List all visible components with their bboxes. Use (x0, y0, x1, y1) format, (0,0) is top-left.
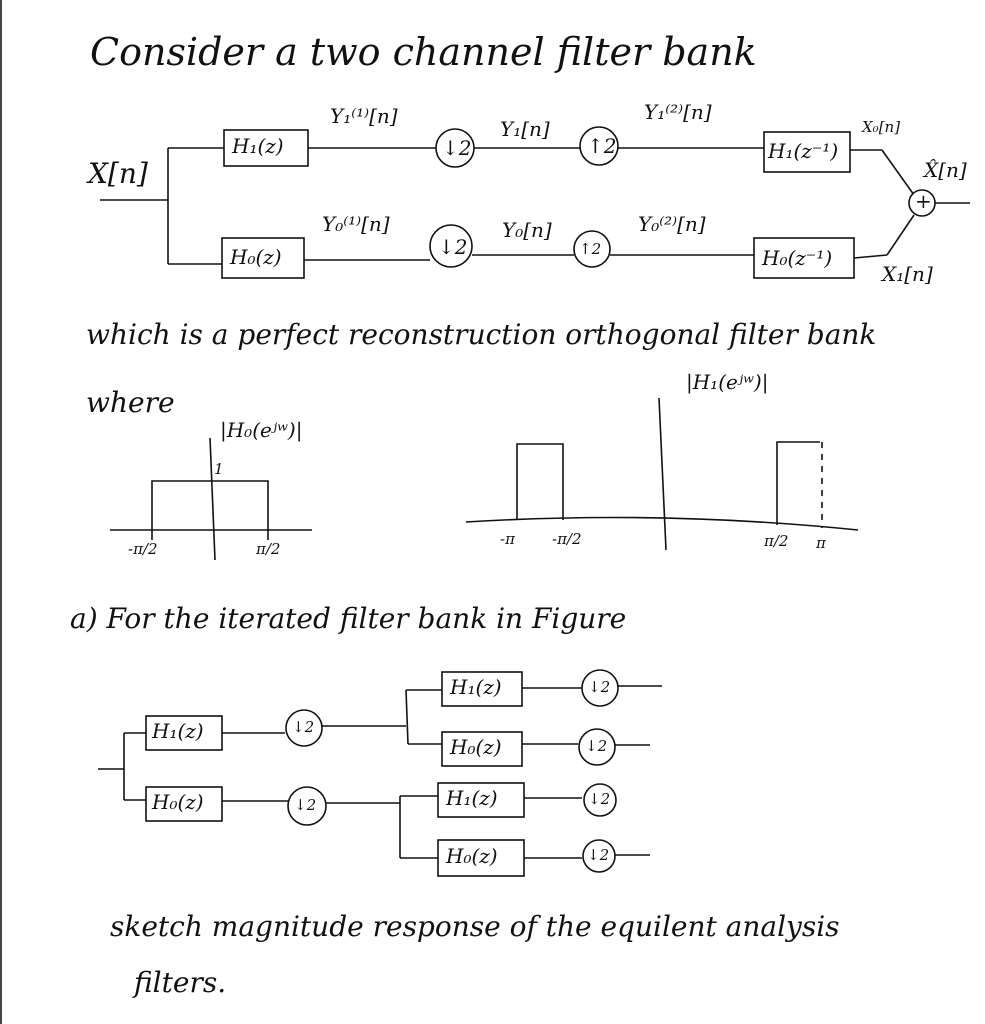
top-to-adder (881, 149, 915, 196)
sketch-instruction-1: sketch magnitude response of the equilen… (110, 910, 840, 943)
tree-upper-h1-down-label: ↓2 (588, 678, 611, 696)
bottom-to-adder (886, 214, 915, 256)
h0-tick-right-label: π/2 (256, 540, 281, 558)
tree-upper-h0-down (578, 728, 616, 766)
h0-passband (151, 480, 269, 530)
top-synthesis-box (763, 131, 851, 173)
bottom-downsampler (429, 224, 473, 268)
tree-s1-top-box (145, 715, 223, 751)
tree-s1-bottom-box (145, 786, 223, 822)
sketch-instruction-2: filters. (134, 966, 227, 999)
bottom-signal-2: Y₀[n] (502, 218, 552, 242)
bottom-branch-output: X₁[n] (882, 262, 933, 286)
bottom-down-label: ↓2 (438, 235, 468, 259)
tree-s1-top-down-label: ↓2 (292, 718, 315, 736)
h1-band-left (516, 443, 564, 520)
bottom-wire-5 (853, 254, 888, 259)
part-a-prompt: a) For the iterated filter bank in Figur… (70, 602, 627, 635)
tree-lower-h1-box (437, 782, 525, 818)
tree-lower-h0-label: H₀(z) (446, 844, 498, 868)
tree-upper-h0-label: H₀(z) (450, 735, 502, 759)
bottom-upsampler (573, 230, 611, 268)
tree-lower-h0-down (582, 839, 616, 873)
tree-s1-top-label: H₁(z) (152, 719, 204, 743)
h1-tick-pi: π (816, 534, 826, 552)
tree-lower-h0-box (437, 839, 525, 877)
bottom-synthesis-label: H₀(z⁻¹) (762, 246, 833, 270)
h1-tick-neg-pi: -π (500, 530, 515, 548)
bottom-up-label: ↑2 (579, 240, 602, 258)
adder-label: + (915, 189, 932, 213)
bottom-synthesis-box (753, 237, 855, 279)
top-analysis-label: H₁(z) (232, 134, 284, 158)
h1-w-axis (465, 516, 859, 531)
bottom-analysis-box (221, 237, 305, 279)
output-label: X̂[n] (924, 158, 967, 182)
tree-upper-h1-label: H₁(z) (450, 675, 502, 699)
h1-band-right (776, 441, 820, 525)
tree-lower-h1-down (583, 783, 617, 817)
h0-tick-left-label: -π/2 (128, 540, 158, 558)
top-signal-3: Y₁⁽²⁾[n] (644, 100, 712, 124)
h1-plot (465, 397, 859, 551)
tree-s1-top-down (285, 709, 323, 747)
top-signal-2: Y₁[n] (500, 117, 550, 141)
bottom-signal-3: Y₀⁽²⁾[n] (638, 212, 706, 236)
top-signal-1: Y₁⁽¹⁾[n] (330, 104, 398, 128)
h1-plot-title: |H₁(eʲʷ)| (686, 370, 769, 394)
tree-upper-h1-down (581, 669, 619, 707)
statement: which is a perfect reconstruction orthog… (86, 318, 877, 351)
h0-peak-label: 1 (214, 460, 224, 478)
tree-s1-bottom-down-label: ↓2 (294, 796, 317, 814)
top-synthesis-label: H₁(z⁻¹) (768, 139, 839, 163)
tree-split-2 (405, 689, 409, 745)
tree-s1-bottom-label: H₀(z) (152, 790, 204, 814)
tree-lower-h0-down-label: ↓2 (587, 846, 610, 864)
top-analysis-box (223, 129, 309, 167)
tree-upper-h1-box (441, 671, 523, 707)
h0-mag-axis (209, 437, 216, 561)
tree-s1-bottom-down (287, 786, 327, 826)
tree-diagram (98, 669, 662, 877)
tree-lower-h1-label: H₁(z) (446, 786, 498, 810)
h1-tick-half-pi: π/2 (764, 532, 789, 550)
h1-tick-neg-half-pi: -π/2 (552, 530, 582, 548)
where-label: where (86, 386, 175, 419)
h1-mag-axis (658, 397, 667, 551)
input-label: X[n] (88, 157, 148, 190)
top-down-label: ↓2 (442, 136, 472, 160)
tree-lower-h1-down-label: ↓2 (588, 790, 611, 808)
top-up-label: ↑2 (587, 134, 617, 158)
top-upsampler (579, 126, 619, 166)
h0-plot-title: |H₀(eʲʷ)| (220, 418, 303, 442)
heading: Consider a two channel filter bank (90, 30, 757, 74)
bottom-analysis-label: H₀(z) (230, 245, 282, 269)
bottom-signal-1: Y₀⁽¹⁾[n] (322, 212, 390, 236)
tree-upper-h0-down-label: ↓2 (585, 737, 608, 755)
tree-upper-h0-box (441, 731, 523, 767)
h0-plot (110, 437, 312, 561)
top-branch-output: X₀[n] (862, 118, 901, 136)
